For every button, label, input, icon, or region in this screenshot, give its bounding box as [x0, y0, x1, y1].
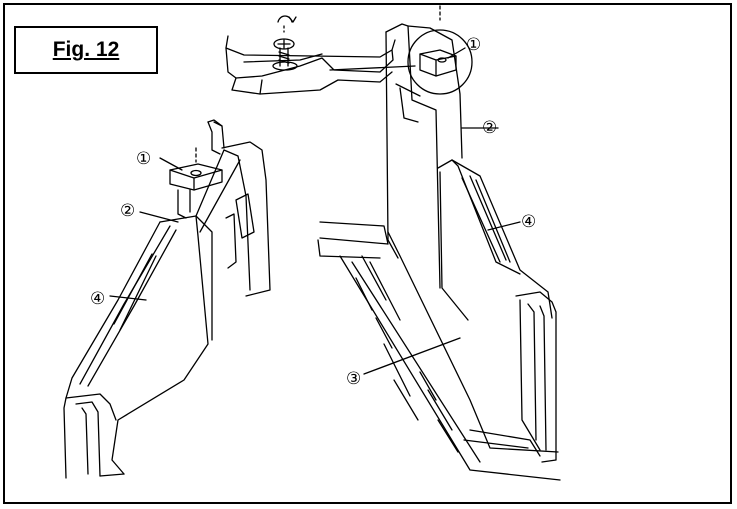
callout-part-3: ③: [346, 369, 361, 389]
left-assembly: [63, 119, 271, 479]
figure-label-box: Fig. 12: [14, 26, 158, 74]
callout-part-1-right: ①: [466, 35, 481, 55]
callout-part-2-left: ②: [120, 201, 135, 221]
right-assembly: [317, 5, 561, 481]
callout-part-4-right: ④: [521, 212, 536, 232]
callout-part-4-left: ④: [90, 289, 105, 309]
figure-frame: [3, 3, 732, 504]
callout-part-2-right: ②: [482, 118, 497, 138]
figure-title: Fig. 12: [52, 38, 120, 61]
callout-part-1-left: ①: [136, 149, 151, 169]
